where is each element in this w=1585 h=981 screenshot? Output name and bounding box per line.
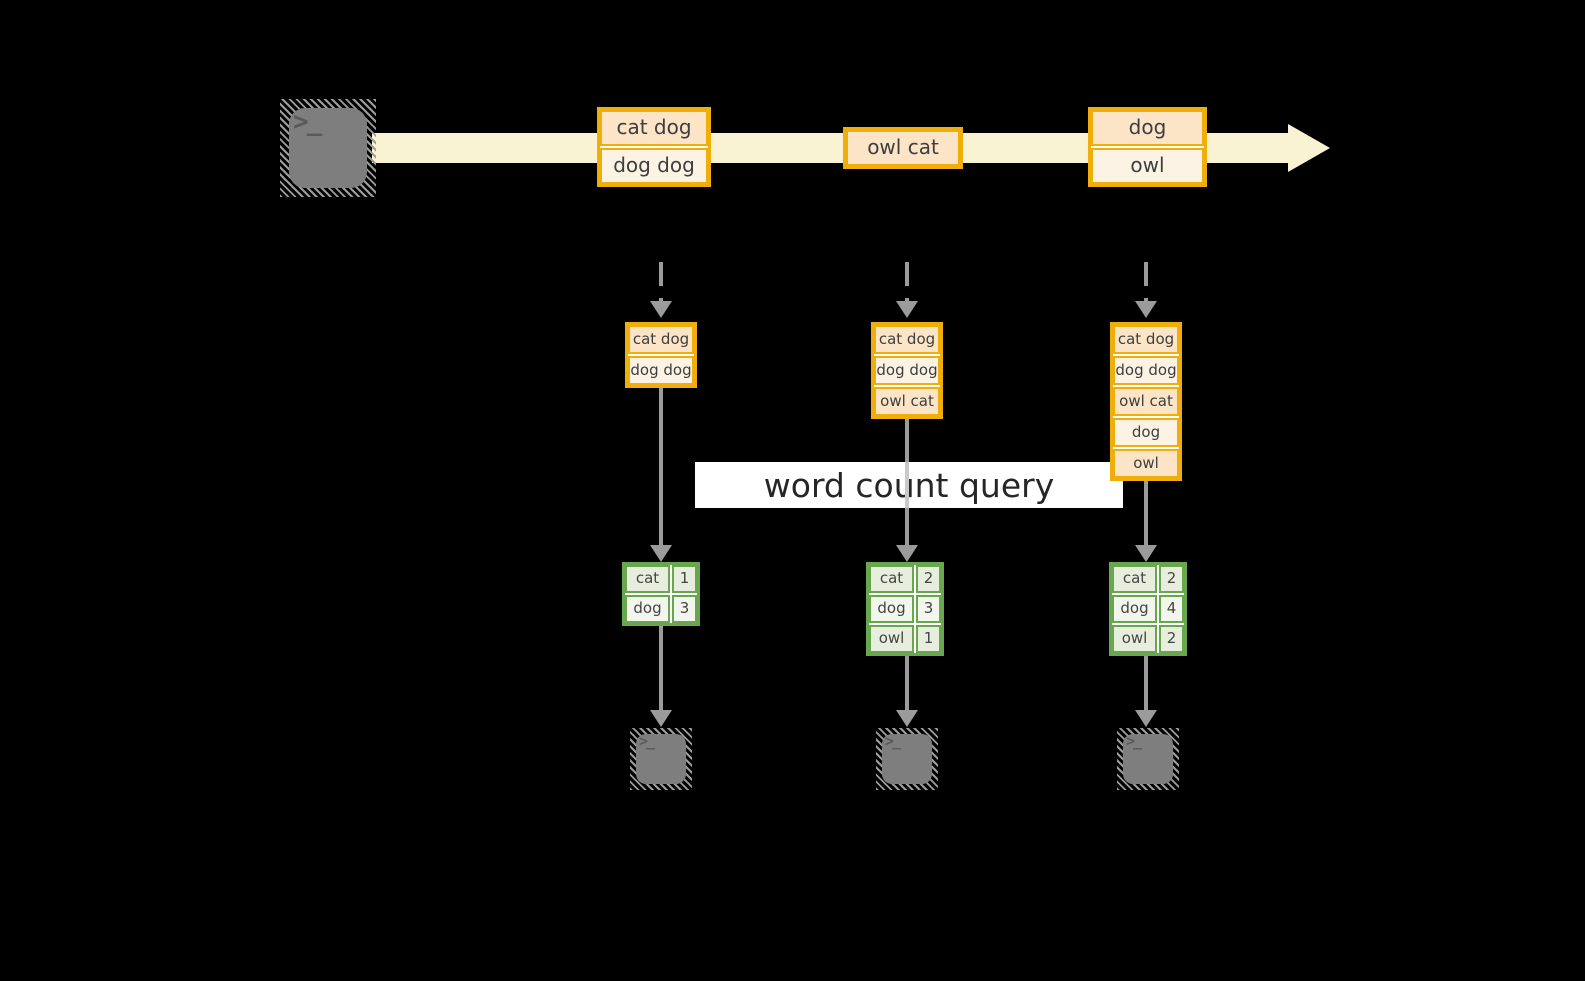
count-word-cell: owl xyxy=(1112,625,1157,653)
sink-terminal-icon: >_ xyxy=(876,728,938,790)
count-value-cell: 1 xyxy=(916,625,941,653)
connector-arrow-shaft xyxy=(905,508,909,546)
sink-arrow-shaft xyxy=(659,626,663,711)
buffer-box-1: cat dog dog dog xyxy=(625,322,697,388)
source-terminal-icon: >_ xyxy=(280,99,376,197)
count-value-cell: 2 xyxy=(916,565,941,593)
count-value-cell: 2 xyxy=(1159,565,1184,593)
count-word-cell: cat xyxy=(869,565,914,593)
sink-arrow-head-icon xyxy=(1135,710,1157,727)
sink-arrow-head-icon xyxy=(650,710,672,727)
terminal-screen xyxy=(1123,734,1173,784)
sink-arrow-head-icon xyxy=(896,710,918,727)
event-cell: owl xyxy=(1091,148,1204,184)
buffer-cell: owl xyxy=(1113,449,1179,478)
buffer-cell: cat dog xyxy=(874,325,940,354)
count-table-3: cat 2 dog 4 owl 2 xyxy=(1109,562,1187,656)
dashed-arrow-shaft xyxy=(659,262,663,302)
buffer-box-2: cat dog dog dog owl cat xyxy=(871,322,943,419)
count-word-cell: dog xyxy=(1112,595,1157,623)
query-label: word count query xyxy=(763,465,1055,505)
connector-arrow-head-icon xyxy=(1135,545,1157,562)
buffer-cell: owl cat xyxy=(1113,387,1179,416)
sink-terminal-icon: >_ xyxy=(1117,728,1179,790)
event-cell: cat dog xyxy=(600,110,708,146)
connector-arrow-shaft xyxy=(1144,481,1148,546)
connector-arrow-head-icon xyxy=(896,545,918,562)
buffer-cell: cat dog xyxy=(1113,325,1179,354)
buffer-cell: owl cat xyxy=(874,387,940,416)
query-band: word count query xyxy=(695,462,1123,508)
terminal-screen xyxy=(636,734,686,784)
connector-arrow-shaft xyxy=(905,462,909,508)
sink-terminal-icon: >_ xyxy=(630,728,692,790)
count-value-cell: 3 xyxy=(916,595,941,623)
event-cell: owl cat xyxy=(846,130,960,166)
terminal-screen xyxy=(289,108,367,188)
dashed-arrow-head-icon xyxy=(650,301,672,318)
count-word-cell: cat xyxy=(625,565,670,593)
dashed-arrow-shaft xyxy=(1144,262,1148,302)
dashed-arrow-head-icon xyxy=(896,301,918,318)
dashed-arrow-head-icon xyxy=(1135,301,1157,318)
buffer-cell: dog dog xyxy=(628,356,694,385)
event-box-3: dog owl xyxy=(1088,107,1207,187)
buffer-cell: dog dog xyxy=(1113,356,1179,385)
count-value-cell: 2 xyxy=(1159,625,1184,653)
buffer-box-3: cat dog dog dog owl cat dog owl xyxy=(1110,322,1182,481)
connector-arrow-shaft xyxy=(659,388,663,546)
connector-arrow-head-icon xyxy=(650,545,672,562)
terminal-screen xyxy=(882,734,932,784)
stream-arrowhead-icon xyxy=(1288,124,1330,172)
count-value-cell: 4 xyxy=(1159,595,1184,623)
connector-arrow-shaft xyxy=(905,419,909,462)
terminal-prompt-glyph: >_ xyxy=(293,107,322,137)
count-word-cell: owl xyxy=(869,625,914,653)
buffer-cell: dog dog xyxy=(874,356,940,385)
terminal-prompt-glyph: >_ xyxy=(1126,732,1142,750)
count-table-2: cat 2 dog 3 owl 1 xyxy=(866,562,944,656)
event-cell: dog dog xyxy=(600,148,708,184)
count-value-cell: 3 xyxy=(672,595,697,623)
count-word-cell: cat xyxy=(1112,565,1157,593)
count-table-1: cat 1 dog 3 xyxy=(622,562,700,626)
sink-arrow-shaft xyxy=(905,656,909,711)
buffer-cell: cat dog xyxy=(628,325,694,354)
terminal-prompt-glyph: >_ xyxy=(639,732,655,750)
terminal-prompt-glyph: >_ xyxy=(885,732,901,750)
count-word-cell: dog xyxy=(869,595,914,623)
event-box-2: owl cat xyxy=(843,127,963,169)
dashed-arrow-shaft xyxy=(905,262,909,302)
count-value-cell: 1 xyxy=(672,565,697,593)
event-box-1: cat dog dog dog xyxy=(597,107,711,187)
count-word-cell: dog xyxy=(625,595,670,623)
buffer-cell: dog xyxy=(1113,418,1179,447)
event-cell: dog xyxy=(1091,110,1204,146)
sink-arrow-shaft xyxy=(1144,656,1148,711)
